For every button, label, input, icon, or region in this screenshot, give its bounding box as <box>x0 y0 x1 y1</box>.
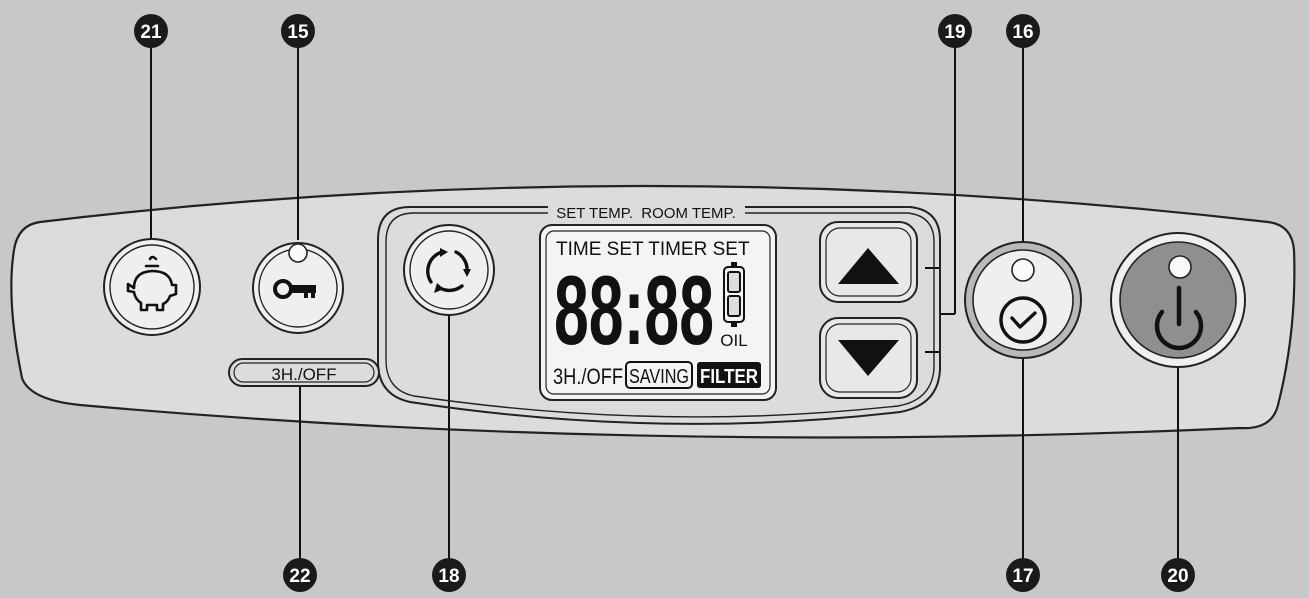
power-button[interactable] <box>1110 232 1246 368</box>
lcd-digits: 88:88 <box>554 255 714 365</box>
lock-indicator-light <box>288 243 308 263</box>
timer-indicator-light <box>1011 258 1035 282</box>
lcd-saving-indicator: SAVING <box>629 366 689 388</box>
temperature-up-button[interactable] <box>819 221 918 303</box>
callout-21: 21 <box>134 14 168 48</box>
lcd-off-timer-indicator: 3H./OFF <box>553 364 623 389</box>
off-timer-label-plate: 3H./OFF <box>228 358 380 387</box>
lcd-saving-box <box>625 361 693 389</box>
callout-20: 20 <box>1161 558 1195 592</box>
callout-17: 17 <box>1006 558 1040 592</box>
lcd-top-row: TIME SET TIMER SET <box>556 239 750 260</box>
oil-level-gauge <box>723 262 745 327</box>
clock-check-icon <box>999 296 1047 344</box>
mode-button[interactable] <box>403 224 495 316</box>
callout-22: 22 <box>283 558 317 592</box>
off-timer-label: 3H./OFF <box>271 365 336 384</box>
svg-text:19: 19 <box>944 22 965 43</box>
lcd-filter-indicator: FILTER <box>700 366 758 388</box>
lcd-filter-box <box>697 362 761 388</box>
callout-19: 19 <box>938 14 972 48</box>
svg-text:15: 15 <box>287 22 309 43</box>
callout-16: 16 <box>1006 14 1040 48</box>
circular-arrows-icon <box>426 248 471 293</box>
svg-text:21: 21 <box>140 22 162 43</box>
timer-button[interactable] <box>964 241 1082 359</box>
svg-text:16: 16 <box>1012 22 1033 43</box>
triangle-down-icon <box>838 340 899 376</box>
lcd-oil-label: OIL <box>720 331 747 350</box>
triangle-up-icon <box>838 248 899 284</box>
callout-18: 18 <box>432 558 466 592</box>
temperature-down-button[interactable] <box>819 317 918 399</box>
display-header-label: SET TEMP. ROOM TEMP. <box>556 205 736 222</box>
power-indicator-light <box>1168 255 1192 279</box>
lcd-display: TIME SET TIMER SET 88:88 OIL 3H./OFF SAV… <box>539 224 777 401</box>
power-icon <box>1154 285 1204 351</box>
svg-text:20: 20 <box>1167 566 1188 587</box>
display-frame-inner <box>385 212 935 418</box>
svg-text:22: 22 <box>289 566 310 587</box>
key-icon <box>273 279 316 299</box>
svg-text:18: 18 <box>438 566 459 587</box>
lock-button[interactable] <box>252 242 344 334</box>
piggy-bank-icon <box>126 255 178 312</box>
eco-button[interactable] <box>103 238 201 336</box>
display-frame <box>377 206 941 425</box>
svg-text:17: 17 <box>1012 566 1033 587</box>
callout-15: 15 <box>281 14 315 48</box>
